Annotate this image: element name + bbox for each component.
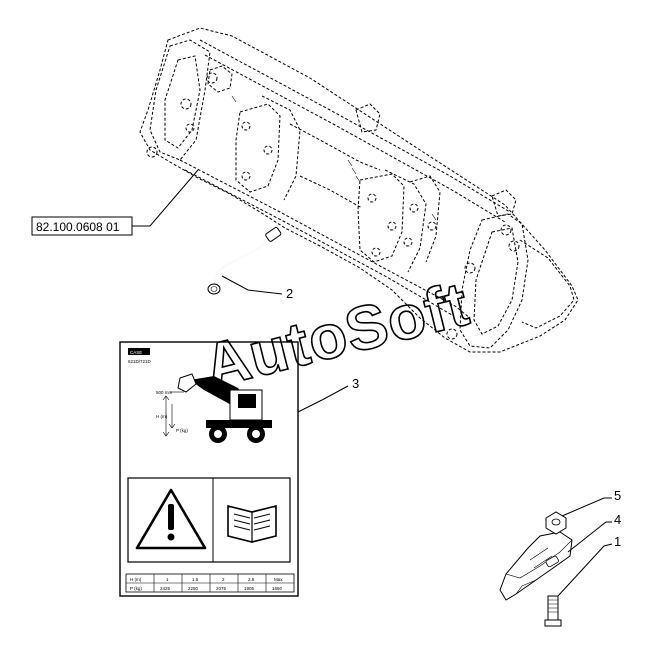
callout-2: 2 [286, 286, 293, 301]
callout-1-leader [557, 543, 613, 597]
warning-triangle-icon [135, 488, 207, 550]
reference-leader-line [132, 169, 199, 227]
loader-bucket [139, 27, 579, 353]
reference-label: 82.100.0608 01 [36, 220, 120, 234]
watermark-text: AutoSoft [198, 270, 476, 402]
decal-dim-label: 500 mm [156, 390, 173, 395]
bolt-part [544, 595, 562, 627]
bucket-tooth-part [499, 531, 573, 601]
table-cell-p-1: 2250 [188, 586, 199, 591]
decal-height-label: H (m) [156, 414, 168, 419]
reference-label-box [31, 216, 133, 236]
table-cell-p-3: 1905 [244, 586, 255, 591]
callout-5: 5 [614, 488, 621, 503]
nut-part [545, 511, 567, 535]
decal-load-label: P (kg) [176, 428, 188, 433]
callout-5-leader [561, 497, 612, 517]
load-capacity-table: H (m) P (kg) 1 1.5 2 2.5 Max 2425 2250 2… [125, 573, 295, 593]
callout-4-leader [567, 521, 612, 553]
callout-1: 1 [614, 534, 621, 549]
decal-height-arrow [162, 395, 170, 437]
decal-loader-illustration [177, 373, 272, 443]
decal-load-arrow [168, 404, 176, 429]
callout-3: 3 [352, 376, 359, 391]
callout-4: 4 [614, 512, 621, 527]
table-row-p-label: P (kg) [130, 586, 142, 591]
capacity-decal-part: CASE 621D/721D 500 mm H (m) P (kg) [119, 341, 299, 597]
table-row-h-label: H (m) [130, 577, 142, 582]
decal-brand-logo [128, 348, 150, 355]
operator-manual-icon [227, 504, 277, 543]
table-cell-p-2: 2075 [216, 586, 227, 591]
table-cell-h-0: 1 [166, 577, 169, 582]
table-cell-p-0: 2425 [160, 586, 171, 591]
callout-2-leader [221, 275, 283, 295]
decal-brand: CASE [130, 350, 142, 355]
hydraulic-hose-part [207, 226, 282, 295]
table-cell-p-4: 1660 [272, 586, 283, 591]
table-cell-h-4: Max [274, 577, 283, 582]
decal-model: 621D/721D [128, 359, 152, 364]
table-cell-h-2: 2 [222, 577, 225, 582]
table-cell-h-1: 1.5 [192, 577, 199, 582]
callout-3-leader [297, 385, 349, 413]
table-cell-h-3: 2.5 [248, 577, 255, 582]
